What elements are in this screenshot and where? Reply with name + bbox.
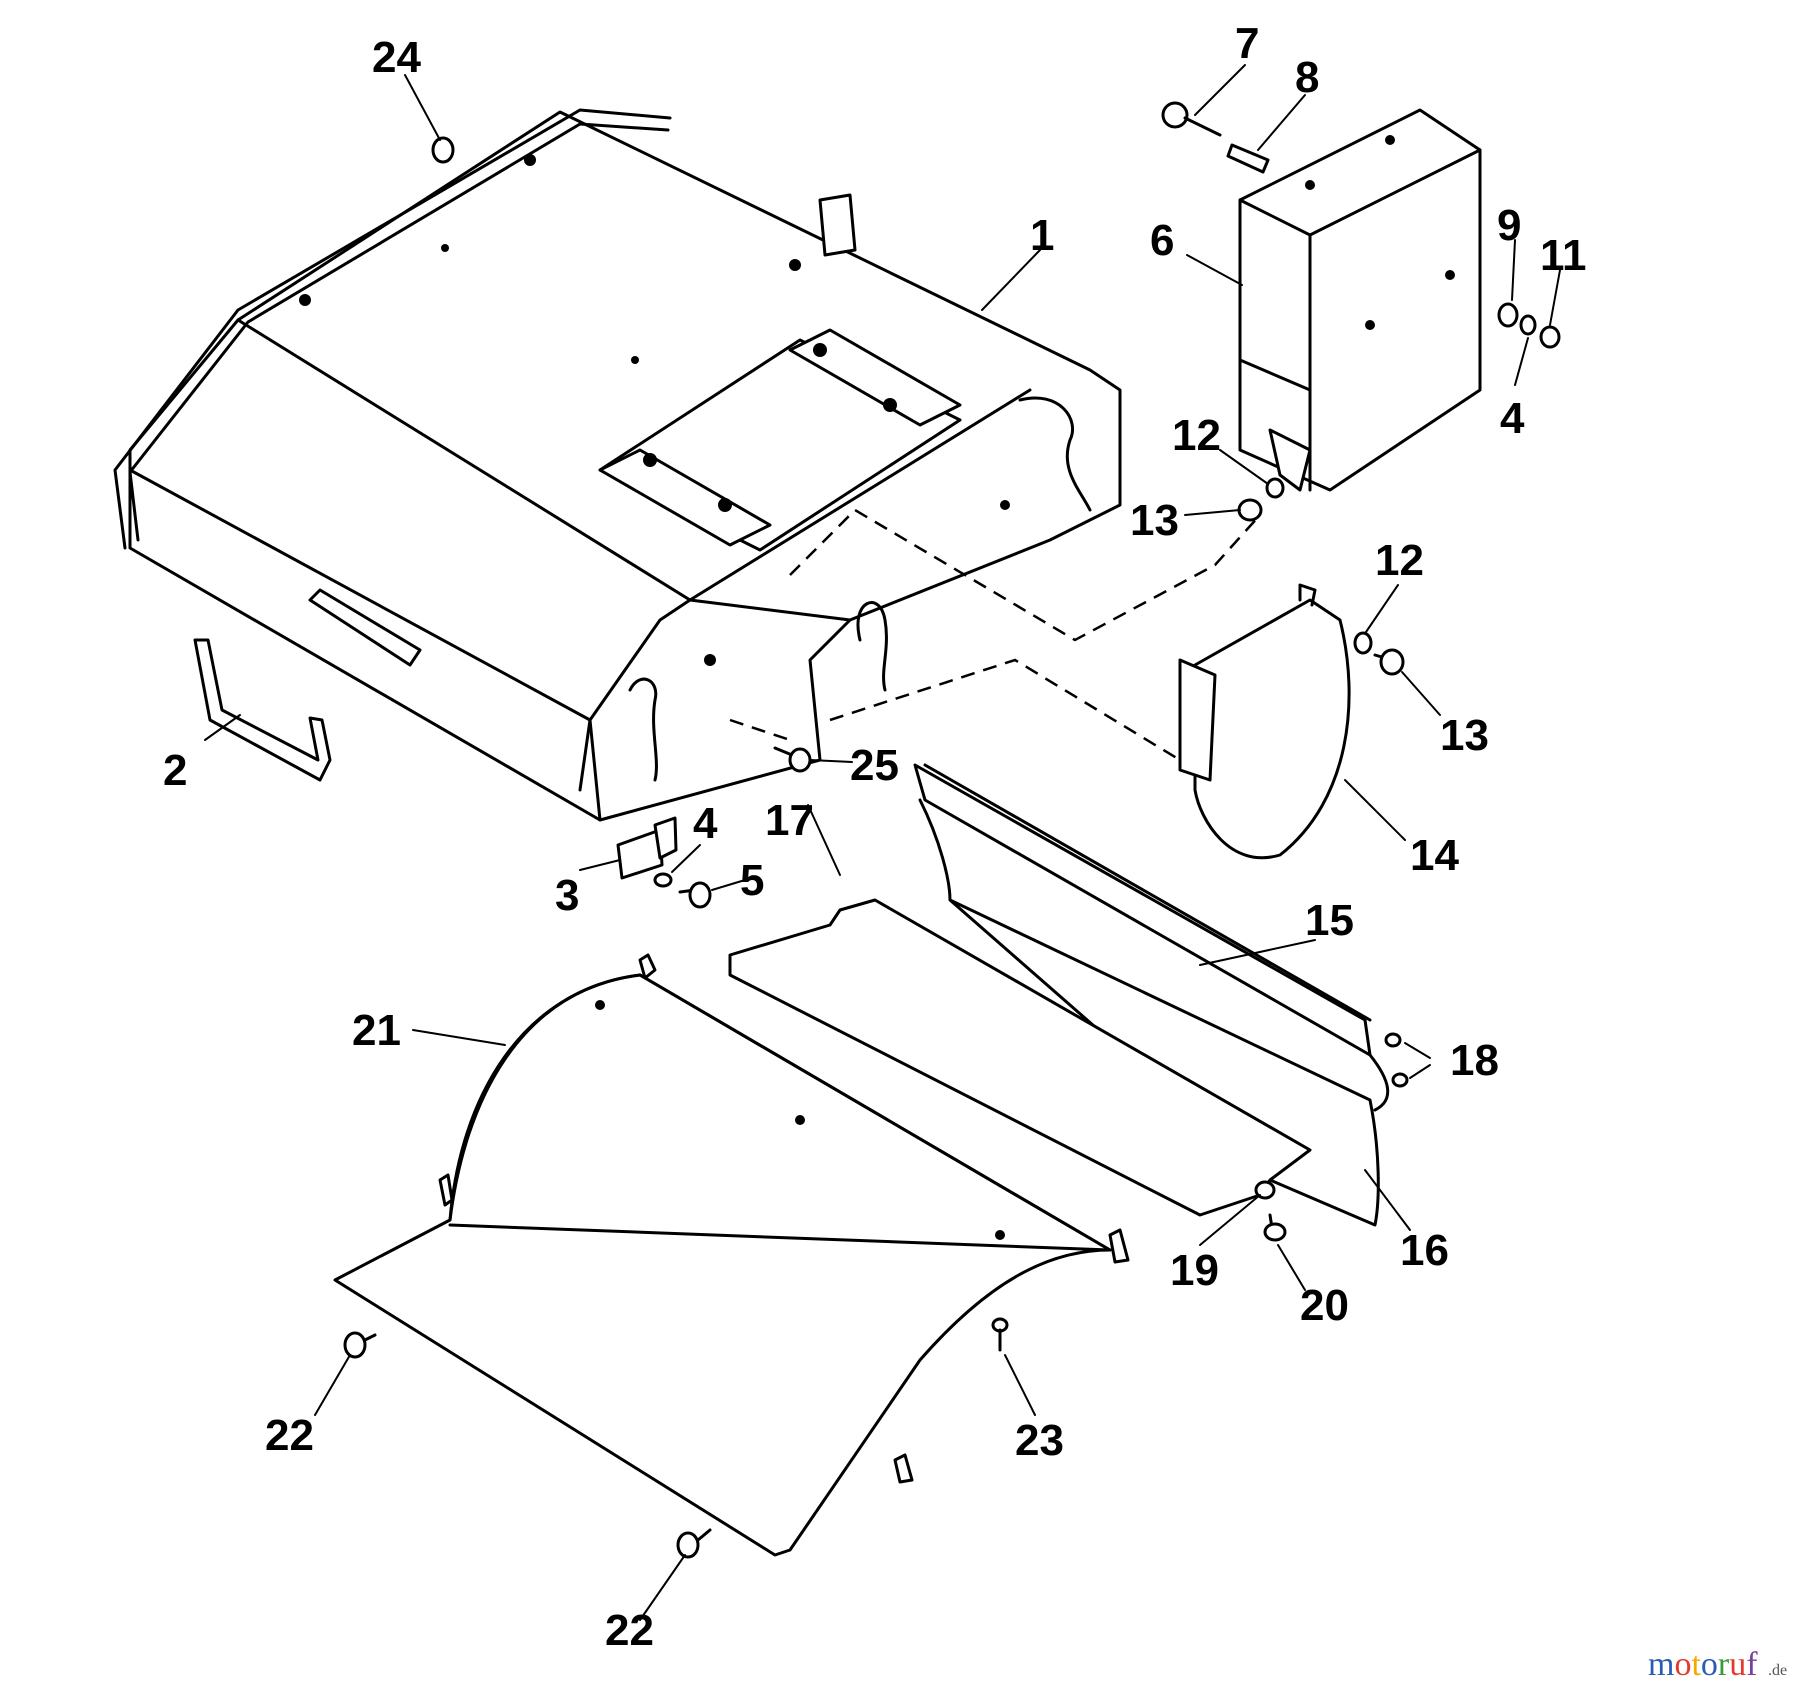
callout-7: 7: [1235, 19, 1259, 68]
callout-13-lower: 13: [1440, 711, 1489, 760]
bolt-part-20: [1263, 1213, 1287, 1242]
callout-4-right: 4: [1500, 394, 1525, 443]
callout-22-left: 22: [265, 1411, 314, 1460]
callout-4-left: 4: [693, 799, 718, 848]
bolt-part-22a: [343, 1331, 377, 1359]
washer-part-4b: [1519, 314, 1537, 336]
washer-part-12a: [1265, 477, 1285, 499]
callout-18: 18: [1450, 1036, 1499, 1085]
callout-5: 5: [740, 856, 764, 905]
bolt-part-22b: [676, 1528, 712, 1559]
callout-21: 21: [352, 1006, 401, 1055]
bolt-part-5: [678, 881, 712, 909]
watermark-logo: motoruf .de: [1648, 1646, 1787, 1683]
belt-cover-part-6: [1238, 108, 1482, 492]
watermark-brand: motoruf: [1648, 1646, 1758, 1683]
callout-2: 2: [163, 746, 187, 795]
callout-15: 15: [1305, 896, 1354, 945]
callout-3: 3: [555, 871, 579, 920]
bolt-part-7: [1161, 101, 1222, 137]
guard-part-14: [1178, 583, 1351, 859]
nut-part-11: [1539, 325, 1561, 349]
callout-25: 25: [850, 741, 899, 790]
shield-part-16: [918, 798, 1390, 1227]
plate-part-17: [728, 898, 1312, 1217]
callout-8: 8: [1295, 53, 1319, 102]
screws-part-18: [1384, 1032, 1409, 1088]
washer-part-9: [1497, 302, 1519, 328]
pin-part-8: [1226, 143, 1270, 174]
leader-lines: [204, 64, 1561, 1621]
bolt-part-13b: [1373, 648, 1405, 676]
plug-part-24: [431, 136, 455, 164]
callout-23: 23: [1015, 1416, 1064, 1465]
callout-11: 11: [1540, 231, 1587, 280]
callout-12-upper: 12: [1172, 411, 1221, 460]
bracket-part-3: [616, 816, 678, 880]
washer-part-19: [1254, 1180, 1276, 1200]
washer-part-12b: [1353, 631, 1373, 655]
housing-part-1: [113, 108, 1122, 822]
callout-6: 6: [1150, 216, 1174, 265]
watermark-suffix: .de: [1768, 1662, 1787, 1679]
callout-9: 9: [1497, 201, 1521, 250]
callout-20: 20: [1300, 1281, 1349, 1330]
callout-13-upper: 13: [1130, 496, 1179, 545]
callout-16: 16: [1400, 1226, 1449, 1275]
callout-14: 14: [1410, 831, 1459, 880]
callout-labels: 1 2 3 4 5 6 7 8 9 11 4 12 13 12 13 14 15…: [163, 19, 1587, 1655]
bolt-part-23: [991, 1317, 1009, 1352]
callout-19: 19: [1170, 1246, 1219, 1295]
callout-22-bottom: 22: [605, 1606, 654, 1655]
callout-17: 17: [765, 796, 814, 845]
callout-12-lower: 12: [1375, 536, 1424, 585]
hood-part-21: [333, 953, 1130, 1557]
alignment-lines: [729, 508, 1261, 762]
callout-24: 24: [372, 33, 421, 82]
bolt-part-13a: [1237, 498, 1263, 522]
washer-part-4: [653, 872, 673, 888]
callout-1: 1: [1030, 211, 1054, 260]
handle-part-2: [193, 638, 332, 782]
